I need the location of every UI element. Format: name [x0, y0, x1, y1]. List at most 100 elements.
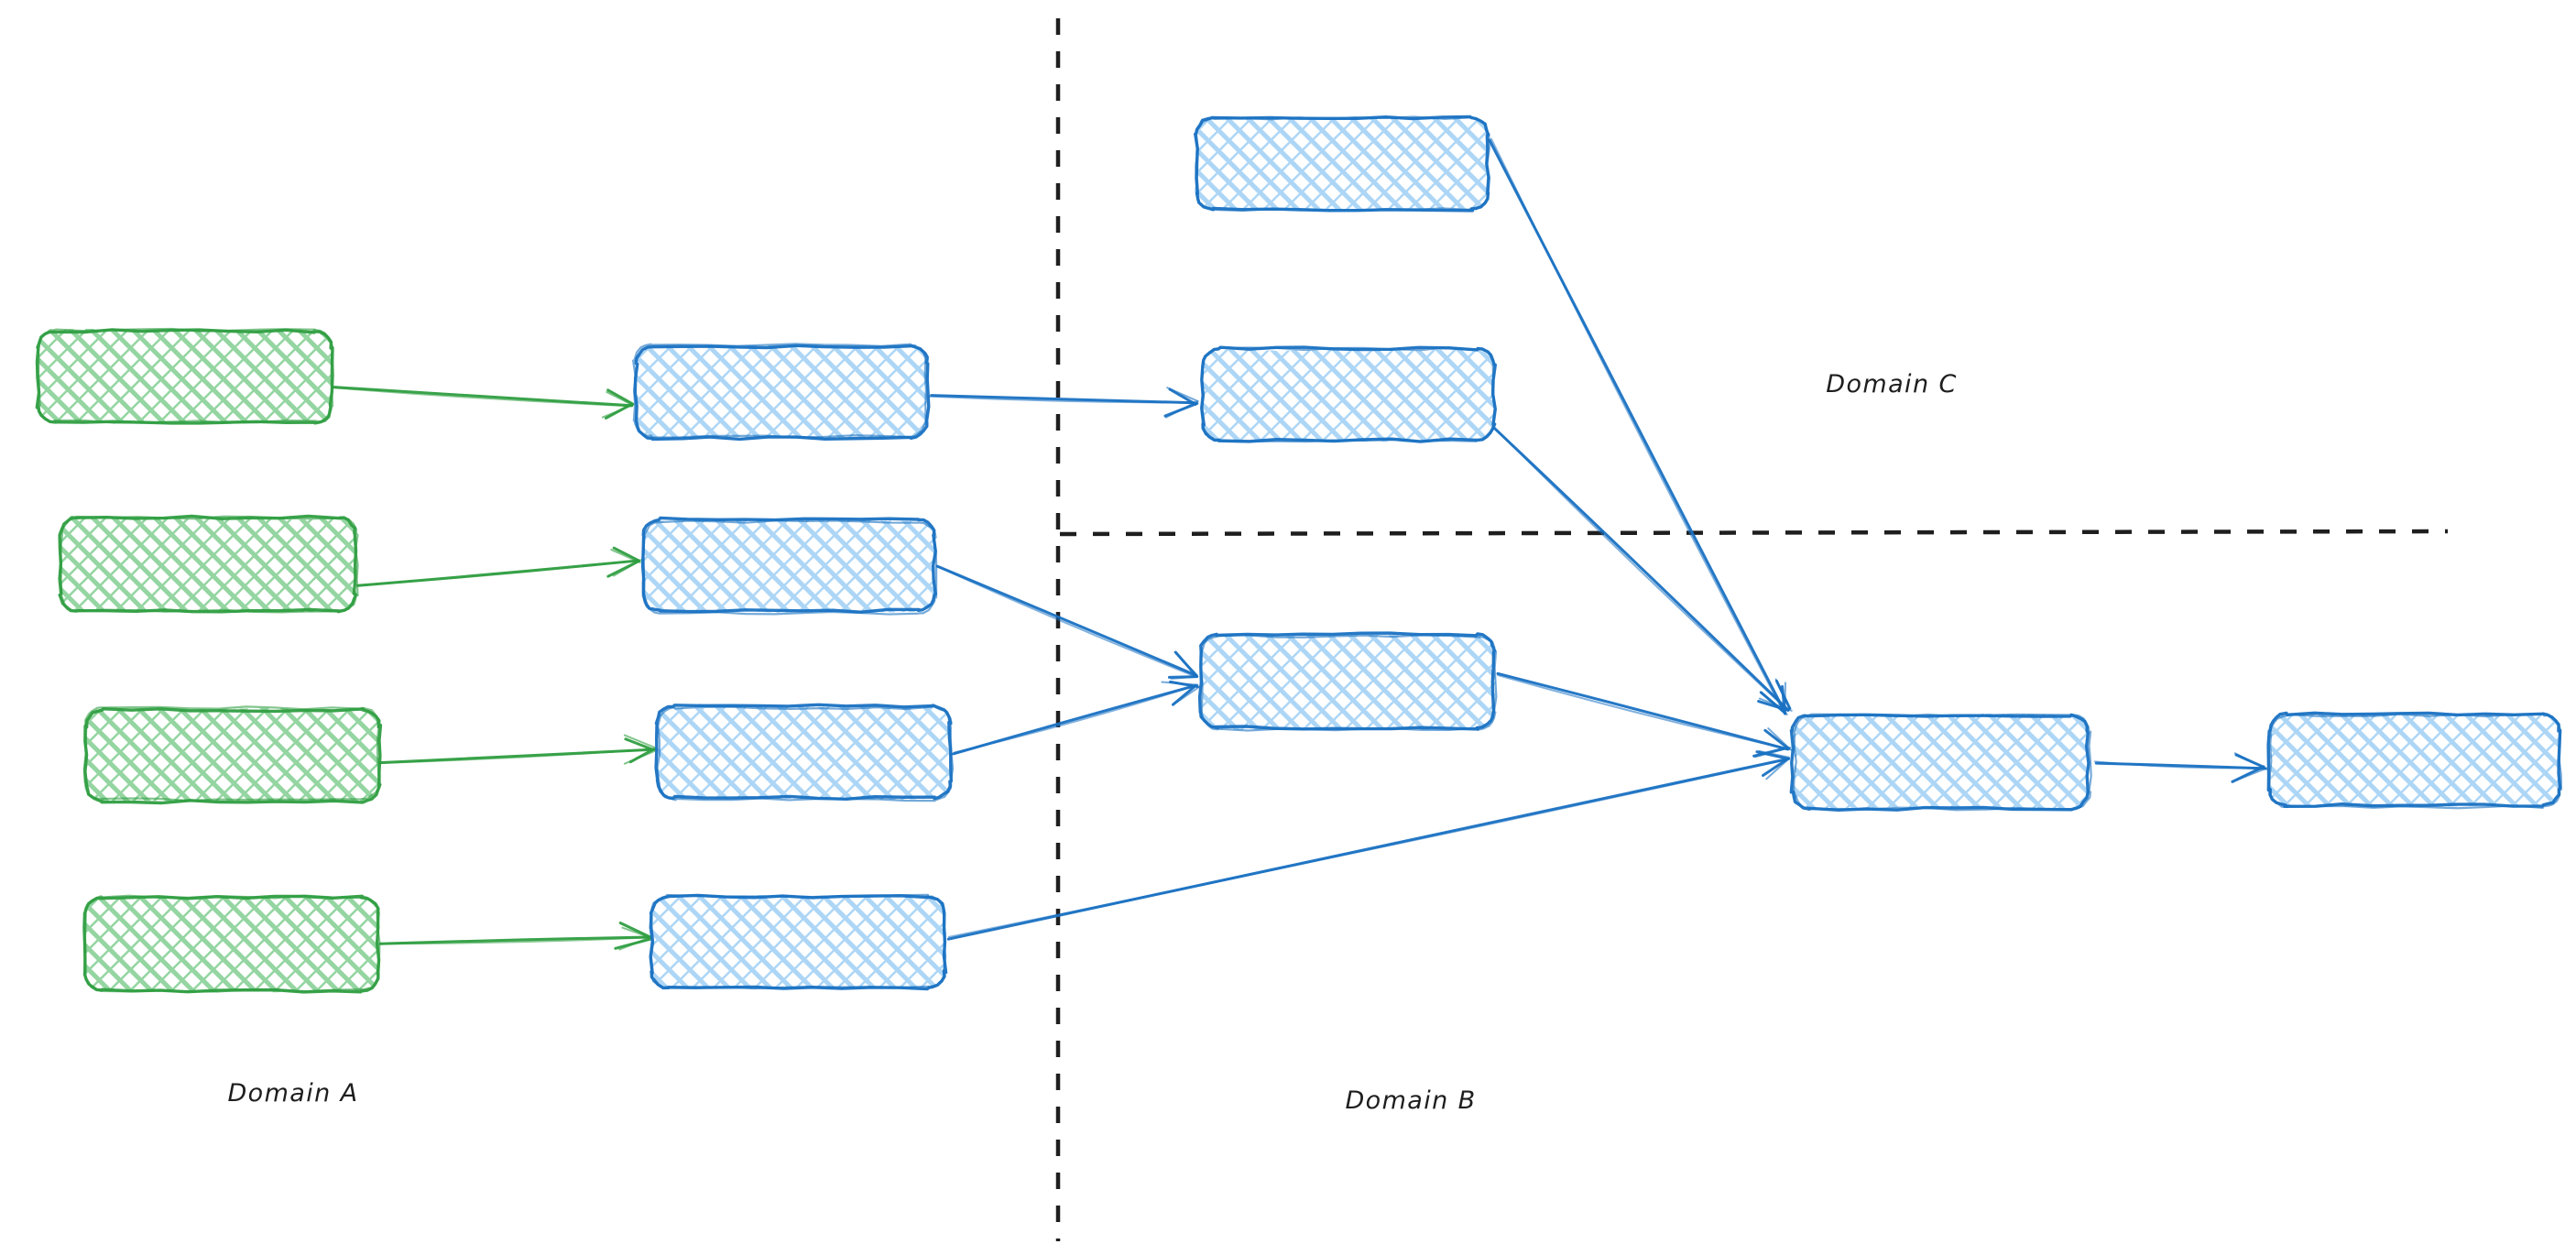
label-domain-b: Domain B: [1345, 1086, 1476, 1115]
edge-e-a2-b2: [355, 546, 645, 587]
edge-arrowhead: [606, 390, 634, 407]
edge-e-c3-d1: [1496, 671, 1793, 758]
node-outline: [656, 705, 955, 802]
node-a1[interactable]: [35, 327, 334, 425]
node-fill: [651, 895, 947, 989]
horizontal-divider: [1059, 529, 2449, 537]
edge-arrowhead: [601, 404, 634, 419]
edge-arrowhead: [623, 734, 659, 750]
edge-shaft: [1492, 426, 1790, 712]
label-domain-a: Domain A: [227, 1079, 358, 1108]
edge-shaft: [1490, 137, 1785, 714]
node-fill: [635, 344, 928, 440]
node-fill: [641, 518, 935, 613]
node-fill: [1793, 713, 2090, 810]
edge-e-b3-c3: [952, 680, 1200, 756]
edge-arrowhead: [1173, 650, 1198, 677]
node-c2[interactable]: [1200, 345, 1497, 443]
node-fill: [83, 707, 380, 802]
edge-arrowhead: [1774, 678, 1791, 710]
node-fill: [1200, 349, 1494, 442]
node-outline: [649, 893, 947, 990]
edge-arrowhead: [2236, 767, 2268, 781]
node-b2[interactable]: [640, 516, 938, 616]
edge-e-b4-d1: [946, 749, 1791, 941]
node-c1[interactable]: [1194, 115, 1490, 213]
edge-e-c1-d1: [1488, 137, 1788, 715]
edge-arrowhead: [623, 748, 659, 765]
edge-arrowhead: [1165, 400, 1199, 419]
edge-shaft: [936, 565, 1198, 678]
edge-shaft: [928, 395, 1196, 404]
node-fill: [83, 897, 379, 993]
node-outline: [641, 519, 938, 616]
node-outline: [2268, 713, 2562, 810]
edge-e-c2-d1: [1492, 426, 1793, 712]
node-outline: [1195, 115, 1490, 213]
node-outline: [37, 327, 334, 424]
edge-shaft: [377, 748, 656, 765]
node-c3[interactable]: [1197, 631, 1498, 732]
node-a3[interactable]: [82, 705, 383, 805]
node-layer: [35, 115, 2562, 994]
edge-shaft: [935, 564, 1198, 677]
node-a2[interactable]: [58, 514, 359, 614]
edge-shaft: [329, 385, 634, 408]
edge-e-a3-b3: [377, 734, 659, 765]
node-outline: [640, 516, 937, 614]
node-outline: [60, 515, 359, 614]
edge-arrowhead: [621, 926, 652, 939]
edge-arrowhead: [1758, 697, 1793, 712]
node-fill: [2269, 713, 2561, 807]
label-layer: Domain A Domain B Domain C: [227, 370, 1957, 1115]
edge-shaft: [953, 683, 1198, 754]
node-d2[interactable]: [2266, 711, 2562, 810]
edge-shaft: [1496, 671, 1790, 751]
edge-e-d1-d2: [2093, 752, 2268, 783]
edge-arrowhead: [2233, 752, 2268, 770]
node-outline: [1199, 634, 1498, 732]
node-fill: [59, 518, 357, 613]
edge-layer: [329, 137, 2268, 951]
edge-arrowhead: [1161, 681, 1199, 686]
edge-arrowhead: [612, 546, 640, 562]
edge-arrowhead: [1170, 675, 1199, 680]
edge-arrowhead: [1762, 757, 1790, 778]
node-fill: [38, 328, 333, 423]
edge-shaft: [331, 387, 633, 408]
node-fill: [1194, 116, 1489, 210]
edge-arrowhead: [618, 936, 651, 951]
edge-shaft: [947, 758, 1790, 938]
label-domain-c: Domain C: [1826, 370, 1957, 398]
edge-shaft: [1497, 673, 1789, 750]
node-a4[interactable]: [82, 894, 381, 994]
node-d1[interactable]: [1789, 713, 2092, 812]
edge-arrowhead: [1166, 387, 1199, 403]
edge-arrowhead: [1757, 700, 1790, 712]
node-b1[interactable]: [632, 343, 931, 442]
node-fill: [657, 706, 953, 801]
edge-arrowhead: [606, 388, 635, 406]
edge-arrowhead: [1765, 757, 1791, 780]
edge-arrowhead: [1767, 727, 1793, 751]
node-outline: [1200, 346, 1496, 443]
edge-arrowhead: [1754, 747, 1792, 758]
edge-arrowhead: [624, 737, 654, 751]
edge-arrowhead: [618, 922, 652, 939]
edge-arrowhead: [1172, 685, 1200, 706]
edge-e-a4-b4: [378, 922, 652, 951]
edge-e-b1-c2: [928, 387, 1199, 419]
edge-shaft: [2093, 760, 2266, 769]
edge-arrowhead: [1168, 387, 1197, 406]
edge-shaft: [355, 559, 641, 587]
node-outline: [82, 705, 380, 802]
node-b4[interactable]: [649, 893, 948, 991]
edge-e-b2-c3: [935, 564, 1199, 680]
node-outline: [35, 328, 334, 425]
node-b3[interactable]: [654, 703, 955, 802]
edge-arrowhead: [610, 549, 641, 563]
node-outline: [83, 894, 381, 993]
node-outline: [1792, 713, 2092, 812]
edge-e-a1-b1: [329, 385, 635, 420]
edge-shaft: [1493, 427, 1789, 712]
